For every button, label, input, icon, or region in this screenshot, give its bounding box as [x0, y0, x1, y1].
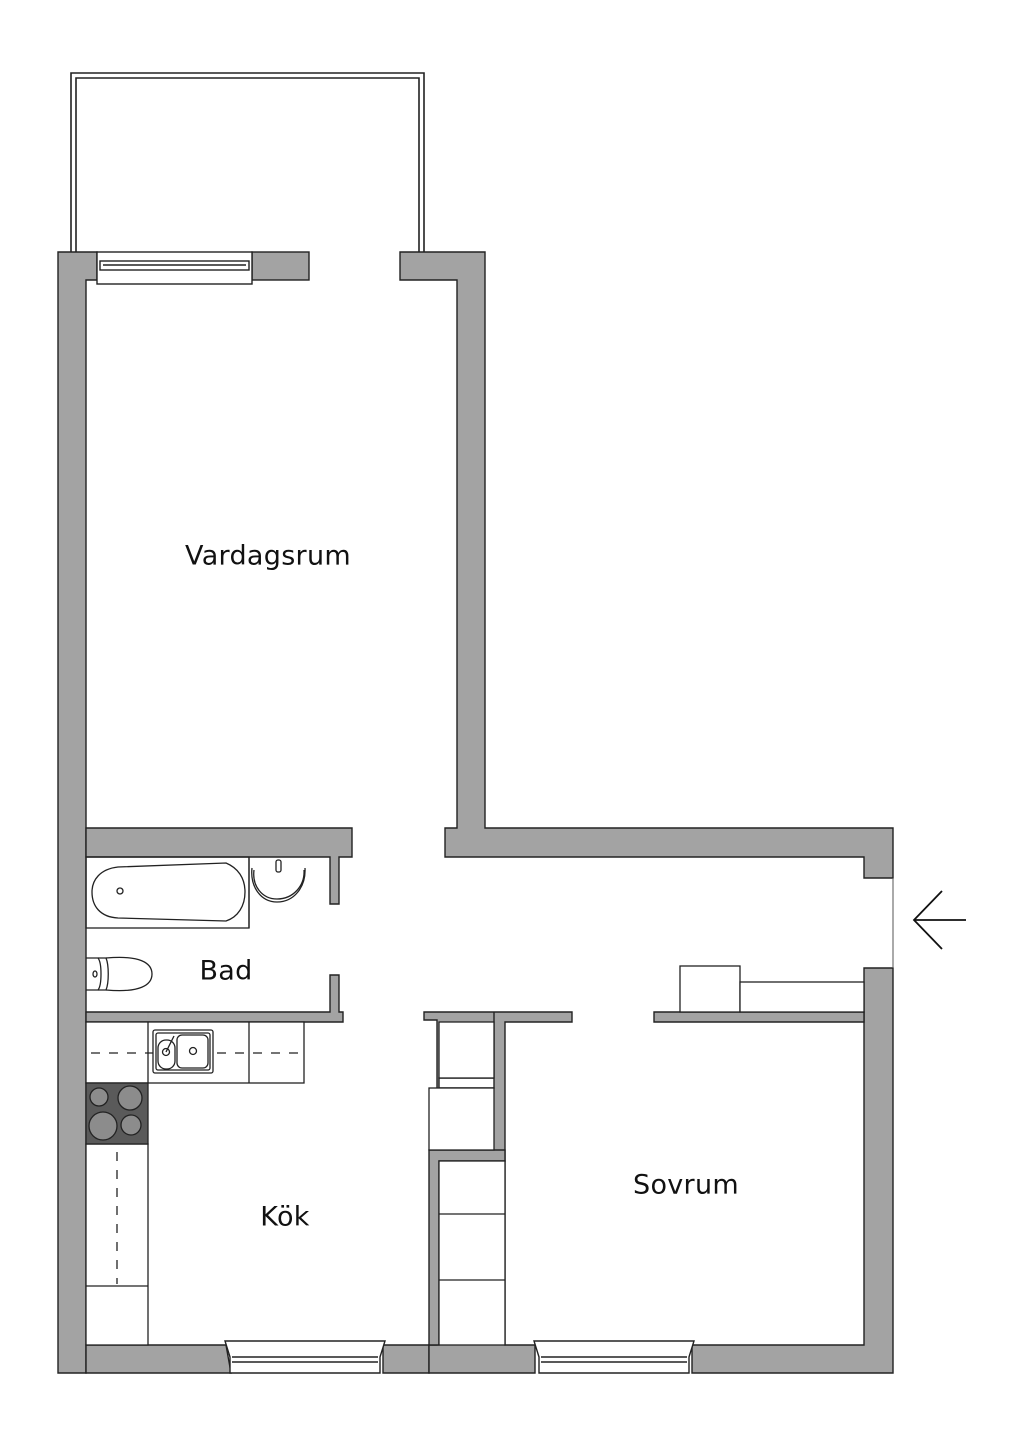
kitchen-sink-icon	[152, 1029, 214, 1074]
balcony	[70, 72, 425, 252]
window-balcony	[96, 251, 253, 285]
washbasin-icon	[248, 857, 306, 928]
room-label-sovrum: Sovrum	[633, 1169, 739, 1201]
room-label-bad: Bad	[199, 955, 253, 987]
hall-shelf	[679, 965, 865, 1013]
stove-icon	[85, 1082, 149, 1145]
room-label-kok: Kök	[260, 1201, 310, 1233]
entrance-arrow-icon	[912, 890, 966, 950]
toilet-icon	[86, 956, 153, 992]
window-bedroom	[533, 1340, 695, 1374]
room-label-vardagsrum: Vardagsrum	[185, 540, 351, 572]
wardrobe	[428, 1021, 506, 1346]
counter-dashed-lines	[91, 1052, 304, 1284]
bathtub-icon	[85, 856, 250, 929]
window-kitchen	[224, 1340, 386, 1374]
